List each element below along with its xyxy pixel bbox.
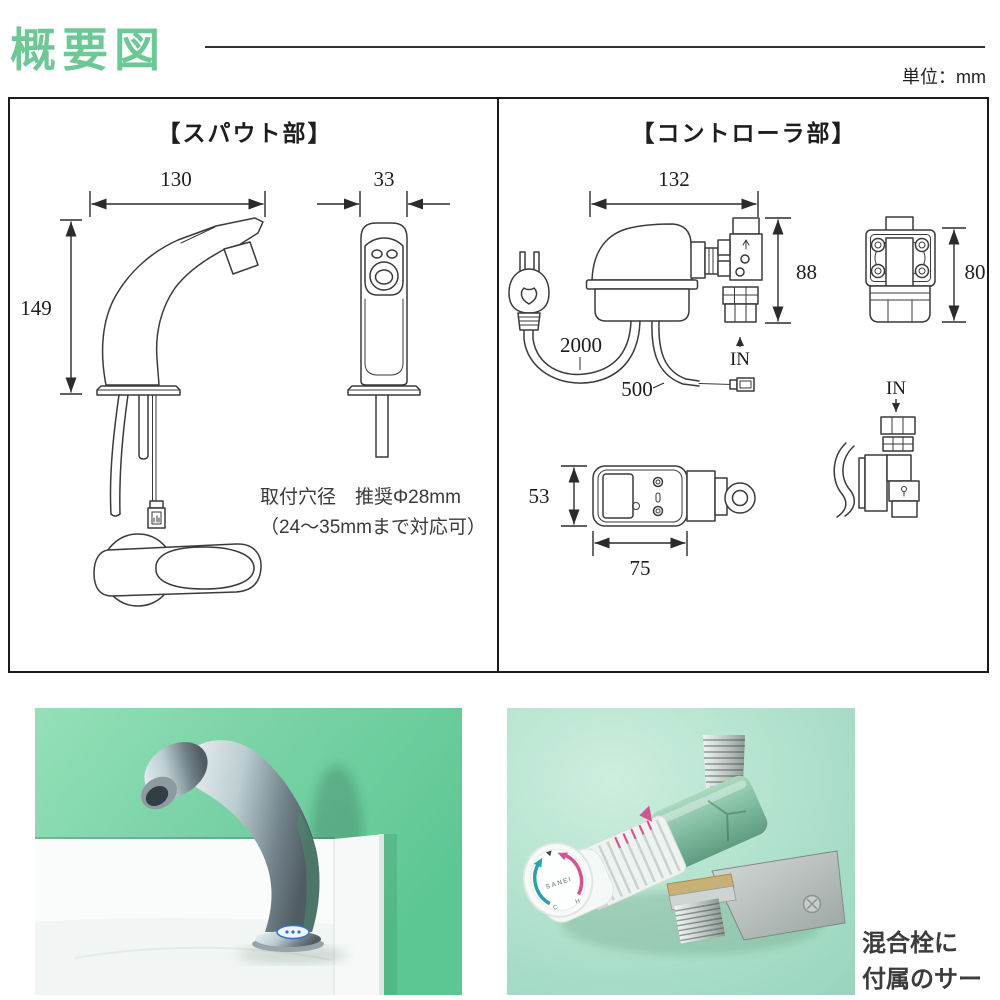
title-rule [205, 46, 985, 48]
svg-text:2000: 2000 [560, 333, 602, 357]
dim-base-height: 53 [529, 465, 587, 527]
svg-text:IN: IN [730, 349, 750, 370]
dim-controller-side-height-label: 80 [965, 260, 986, 284]
mounting-bracket [711, 850, 846, 941]
thermo-photo-caption: 混合栓に 付属のサーモ [862, 926, 1000, 1000]
svg-text:500: 500 [621, 377, 653, 401]
cold-arrow [533, 863, 551, 906]
dial-top-marker [545, 850, 552, 857]
dial-cold-label: C [553, 904, 560, 911]
thermostat-dial: SANEI C H [522, 842, 594, 918]
valve-body [650, 775, 768, 870]
thermo-valve-photo: SANEI C H [507, 708, 855, 995]
sensor-cable-length-label: 500 [621, 377, 665, 401]
dim-controller-width-label: 132 [658, 167, 690, 191]
dim-base-width: 75 [592, 531, 688, 580]
dim-controller-height-label: 88 [796, 260, 817, 284]
controller-bottom-view-drawing [592, 465, 756, 527]
mount-hole-note-line1: 取付穴径 推奨Φ28mm [260, 486, 461, 508]
dim-spout-depth-label: 33 [374, 167, 395, 191]
dim-spout-width-label: 130 [160, 167, 192, 191]
dim-spout-depth: 33 [317, 167, 450, 217]
controller-side-view-drawing [865, 216, 936, 323]
dim-spout-height-label: 149 [20, 296, 52, 320]
spout-front-view-drawing [347, 222, 421, 458]
page-title: 概要図 [10, 24, 166, 76]
dim-controller-width: 132 [589, 167, 759, 217]
caption-line2: 付属のサーモ [862, 966, 982, 993]
dim-controller-side-height: 80 [942, 227, 986, 323]
dim-spout-height: 149 [20, 219, 82, 395]
diagram-box [8, 97, 989, 673]
caption-line1: 混合栓に [862, 930, 958, 957]
power-cord-length-label: 2000 [560, 333, 602, 370]
controller-main-view-drawing [508, 217, 763, 392]
dial-hot-label: H [575, 898, 581, 905]
unit-label: 単位：mm [902, 67, 986, 87]
brass-washer [666, 873, 735, 899]
sink [35, 834, 397, 995]
faucet-photo [35, 708, 462, 995]
temperature-indicator [639, 805, 653, 822]
mount-hole-note-line2: （24〜35mmまで対応可） [260, 516, 486, 538]
dim-base-height-label: 53 [529, 484, 550, 508]
dim-controller-height: 88 [765, 217, 817, 324]
dim-spout-width: 130 [89, 167, 266, 217]
inlet-valve-drawing: IN [833, 378, 920, 518]
bottom-connection [666, 873, 737, 944]
bottom-threaded-pipe [674, 898, 726, 944]
inlet-label-valve: IN [886, 378, 906, 399]
faucet [141, 740, 324, 952]
inlet-label-main: IN [730, 337, 750, 370]
spout-panel-title: 【スパウト部】 [158, 120, 333, 146]
dim-base-width-label: 75 [630, 556, 651, 580]
panel-divider [497, 99, 499, 671]
faucet-sensor-face [145, 786, 169, 806]
spout-panel: 【スパウト部】 130 33 149 [20, 120, 486, 607]
hot-arrow [564, 853, 584, 896]
controller-panel: 【コントローラ部】 132 [508, 120, 986, 580]
spout-side-view-drawing [93, 217, 264, 607]
controller-panel-title: 【コントローラ部】 [632, 120, 857, 146]
